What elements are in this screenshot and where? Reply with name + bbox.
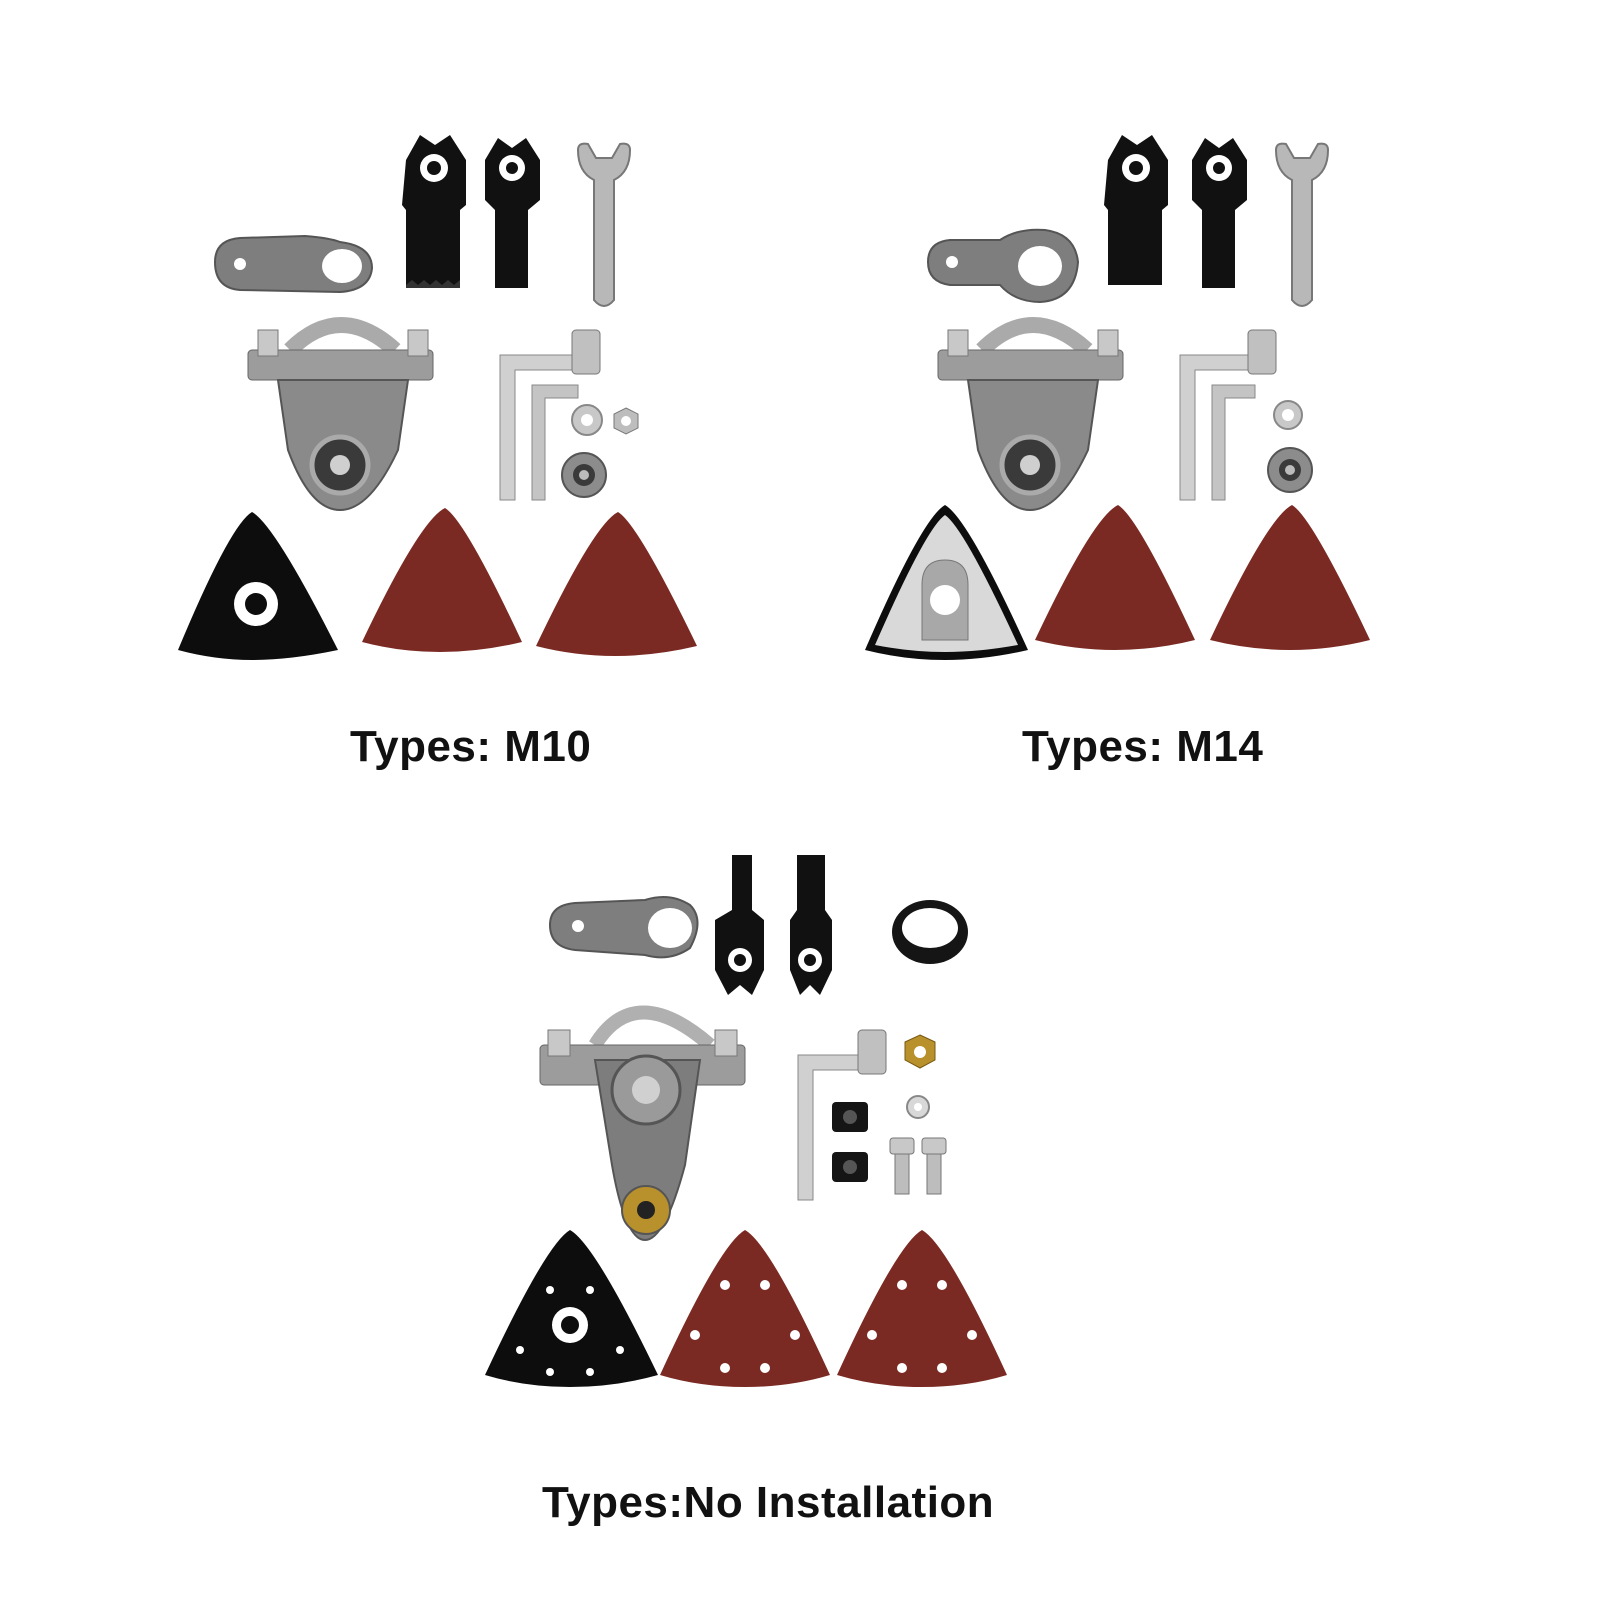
blade-icon	[790, 855, 832, 995]
mounting-plate-icon	[213, 234, 374, 294]
mount-bracket-icon	[539, 1005, 746, 1242]
product-panel-m14: Types: M14	[800, 0, 1600, 800]
wrench-icon	[576, 142, 632, 307]
socket-wrench-icon	[499, 329, 601, 501]
washer-icon	[906, 1095, 930, 1119]
blade-icon	[1104, 135, 1168, 285]
backing-pad-icon	[485, 1230, 658, 1387]
mount-bracket-icon	[937, 317, 1124, 512]
blade-icon	[485, 138, 540, 288]
nut-icon	[613, 407, 639, 435]
kit-illustration-no-installation	[485, 855, 1007, 1387]
bolt-icon	[921, 1137, 947, 1195]
kit-illustration-m14	[865, 135, 1370, 660]
sandpaper-icon	[536, 512, 697, 656]
kit-illustration-m10	[178, 135, 697, 660]
washer-icon	[1273, 400, 1303, 430]
sandpaper-icon	[362, 508, 522, 652]
backing-pad-icon	[865, 505, 1028, 660]
mounting-plate-icon	[548, 895, 699, 959]
panel-caption: Types: M14	[1022, 722, 1264, 771]
blade-icon	[1192, 138, 1247, 288]
bearing-icon	[561, 452, 607, 498]
mount-bracket-icon	[247, 317, 434, 512]
sandpaper-icon	[1210, 505, 1370, 650]
backing-pad-icon	[178, 512, 338, 660]
nut-icon	[832, 1152, 868, 1182]
product-panel-m10: Types: M10	[0, 0, 800, 800]
hex-key-icon	[1211, 384, 1256, 501]
nut-icon	[904, 1034, 936, 1069]
socket-wrench-icon	[1179, 329, 1277, 501]
mounting-plate-icon	[926, 228, 1080, 304]
bolt-icon	[889, 1137, 915, 1195]
nut-icon	[832, 1102, 868, 1132]
blade-icon	[402, 135, 466, 288]
sandpaper-icon	[1035, 505, 1195, 650]
sandpaper-icon	[837, 1230, 1007, 1387]
blade-icon	[715, 855, 764, 995]
bearing-icon	[1267, 447, 1313, 493]
washer-icon	[571, 404, 603, 436]
sandpaper-icon	[660, 1230, 830, 1387]
product-panel-no-installation: Types:No Installation	[400, 820, 1200, 1600]
socket-wrench-icon	[797, 1029, 887, 1201]
wrench-icon	[1274, 142, 1330, 307]
panel-caption: Types: M10	[350, 722, 592, 771]
rubber-ring-icon	[892, 900, 968, 964]
hex-key-icon	[531, 384, 579, 501]
panel-caption: Types:No Installation	[542, 1478, 995, 1527]
